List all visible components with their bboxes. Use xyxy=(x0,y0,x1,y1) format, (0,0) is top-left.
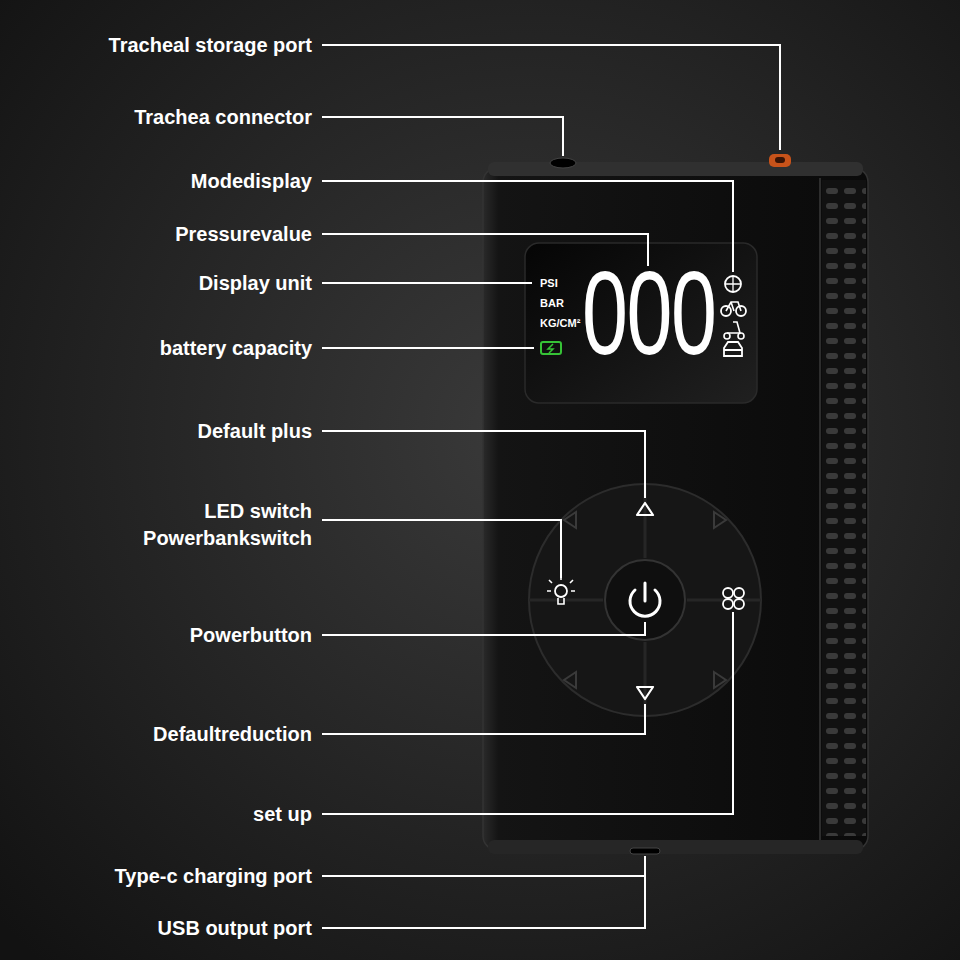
battery-bolt xyxy=(548,344,553,353)
storage-port-hole xyxy=(775,157,785,163)
callout-label: Display unit xyxy=(199,270,312,297)
top-cap xyxy=(488,162,863,176)
bottom-cap xyxy=(488,840,863,854)
vent-panel xyxy=(822,180,866,836)
button-pad xyxy=(529,484,761,716)
callout-label: Trachea connector xyxy=(134,104,312,131)
pad-dividers xyxy=(529,484,761,716)
callout-label: Default plus xyxy=(198,418,312,445)
callout-label: USB output port xyxy=(158,915,312,942)
trachea-connector xyxy=(550,158,576,168)
callout-label: LED switch Powerbankswitch xyxy=(122,498,312,552)
callout-label: Tracheal storage port xyxy=(109,32,312,59)
side-arrows xyxy=(564,512,726,688)
bottom-port xyxy=(630,848,660,854)
bike-icon xyxy=(726,302,741,311)
scooter-icon xyxy=(738,333,744,339)
unit-label: KG/CM² xyxy=(540,317,580,330)
up-arrow xyxy=(637,503,653,515)
callout-label: Powerbutton xyxy=(190,622,312,649)
scooter-icon xyxy=(727,322,740,333)
fan-icon xyxy=(723,588,744,609)
display-screen xyxy=(525,243,757,403)
vent-grille xyxy=(822,180,866,836)
callout-label: set up xyxy=(253,801,312,828)
ball-icon xyxy=(725,276,741,292)
callout-label: Pressurevalue xyxy=(175,221,312,248)
callout-label: battery capacity xyxy=(160,335,312,362)
bulb-icon xyxy=(547,576,575,604)
power-icon xyxy=(644,583,647,601)
scooter-icon xyxy=(724,333,730,339)
body-edge xyxy=(819,178,821,840)
callout-label: Type-c charging port xyxy=(115,863,312,890)
down-arrow xyxy=(637,687,653,699)
bulb-icon xyxy=(555,585,567,597)
car-icon xyxy=(724,342,742,356)
callout-label: Defaultreduction xyxy=(153,721,312,748)
unit-label: PSI xyxy=(540,277,558,290)
storage-port xyxy=(769,154,791,167)
battery-icon xyxy=(541,342,561,354)
leader-lines xyxy=(322,45,780,928)
pressure-digits: 000 xyxy=(582,254,716,372)
callout-label: Modedisplay xyxy=(191,168,312,195)
ball-icon xyxy=(725,276,741,292)
unit-label: BAR xyxy=(540,297,564,310)
device-body xyxy=(483,168,868,850)
